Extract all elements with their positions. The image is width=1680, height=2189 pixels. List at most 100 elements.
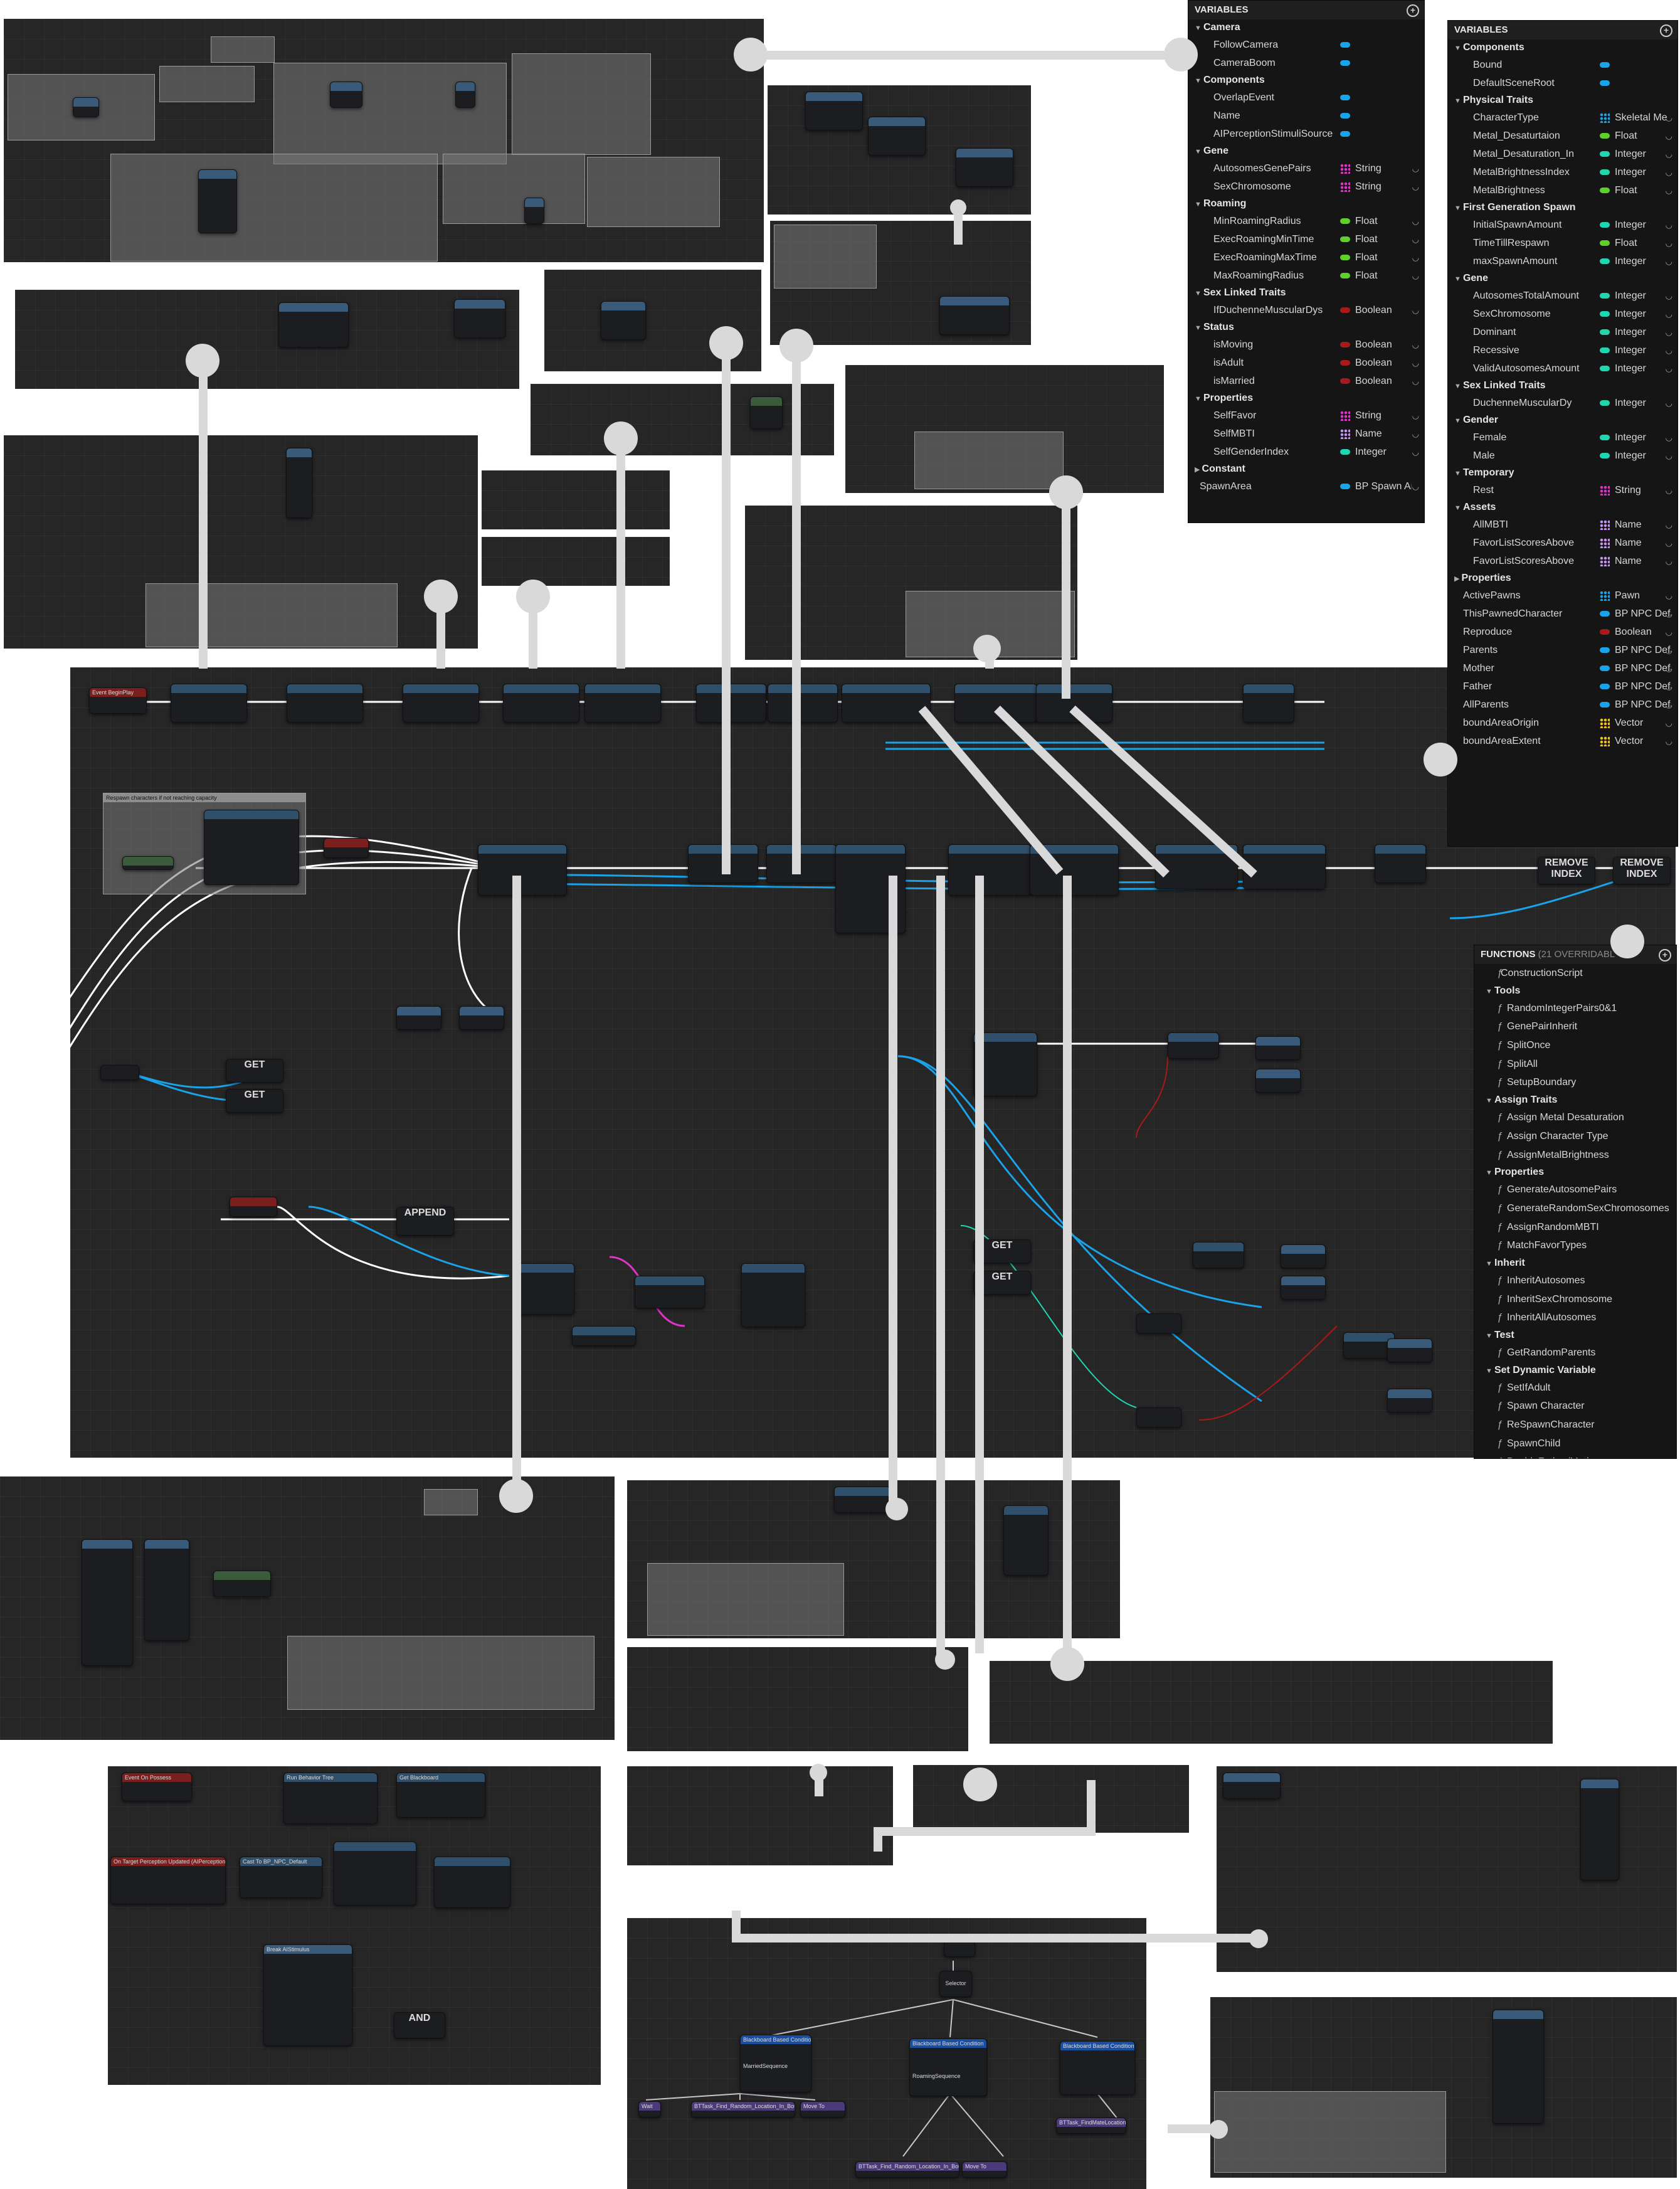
graph-node[interactable] <box>524 198 544 224</box>
visibility-toggle-icon[interactable]: ◡ <box>1665 186 1672 195</box>
get-node[interactable]: GET <box>226 1089 283 1113</box>
visibility-toggle-icon[interactable]: ◡ <box>1412 164 1419 173</box>
function-category[interactable]: Assign Traits <box>1474 1092 1676 1108</box>
visibility-toggle-icon[interactable]: ◡ <box>1665 520 1672 529</box>
graph-small-4[interactable] <box>482 537 670 586</box>
callout-handle[interactable] <box>973 635 1001 662</box>
function-node[interactable] <box>1375 844 1426 883</box>
set-node[interactable] <box>1281 1276 1326 1300</box>
find-location-task-node[interactable]: BTTask_Find_Random_Location_In_Bound <box>855 2161 959 2178</box>
graph-node[interactable] <box>939 296 1010 335</box>
function-item[interactable]: AssignMetalBrightness <box>1474 1146 1676 1165</box>
callout-handle[interactable] <box>810 1764 827 1781</box>
callout-handle[interactable] <box>516 580 550 613</box>
comment-box[interactable] <box>110 154 438 262</box>
graph-row-3b[interactable] <box>845 365 1164 493</box>
branch-node[interactable] <box>1168 1032 1219 1059</box>
visibility-toggle-icon[interactable]: ◡ <box>1412 358 1419 368</box>
run-behavior-tree-node[interactable]: Run Behavior Tree <box>283 1773 378 1824</box>
graph-row-2b[interactable] <box>544 270 761 371</box>
married-sequence-node[interactable]: Blackboard Based Condition MarriedSequen… <box>740 2035 811 2092</box>
graph-node[interactable] <box>750 396 783 429</box>
function-node[interactable] <box>768 684 838 723</box>
callout-handle[interactable] <box>1049 475 1083 509</box>
callout-handle[interactable] <box>885 1498 908 1520</box>
set-node[interactable] <box>1255 1036 1301 1060</box>
remove-index-node[interactable]: REMOVE INDEX <box>1538 857 1595 884</box>
graph-row-3[interactable] <box>531 384 834 455</box>
callout-handle[interactable] <box>1424 743 1457 776</box>
function-node[interactable] <box>766 844 837 883</box>
category-header[interactable]: Camera <box>1188 19 1424 36</box>
branch-node[interactable] <box>1343 1332 1395 1359</box>
function-item[interactable]: AssignRandomMBTI <box>1474 1218 1676 1237</box>
graph-bottom-right-2[interactable] <box>1217 1766 1677 1972</box>
visibility-toggle-icon[interactable]: ◡ <box>1412 340 1419 349</box>
get-blackboard-node[interactable]: Get Blackboard <box>396 1773 485 1818</box>
function-item[interactable]: Assign Metal Desaturation <box>1474 1108 1676 1127</box>
comment-box[interactable] <box>443 154 585 224</box>
variable-item[interactable]: CameraBoom <box>1188 54 1424 72</box>
category-header[interactable]: Components <box>1448 40 1677 56</box>
callout-handle[interactable] <box>604 421 638 455</box>
visibility-toggle-icon[interactable]: ◡ <box>1665 433 1672 442</box>
and-node[interactable]: AND <box>394 2012 445 2038</box>
function-item[interactable]: SpawnChild <box>1474 1434 1676 1453</box>
category-header[interactable]: Sex Linked Traits <box>1448 378 1677 394</box>
category-header[interactable]: Status <box>1188 319 1424 336</box>
function-category[interactable]: Test <box>1474 1327 1676 1344</box>
graph-node[interactable] <box>330 82 362 108</box>
category-header[interactable]: Gender <box>1448 412 1677 428</box>
graph-node[interactable] <box>434 1857 510 1908</box>
visibility-toggle-icon[interactable]: ◡ <box>1665 609 1672 618</box>
add-variable-icon[interactable]: + <box>1660 24 1672 37</box>
graph-node[interactable] <box>286 448 312 518</box>
category-header[interactable]: Constant <box>1188 461 1424 477</box>
comment-box[interactable] <box>8 74 155 140</box>
comment-box[interactable] <box>145 583 398 647</box>
roaming-sequence-node[interactable]: Blackboard Based Condition RoamingSequen… <box>909 2038 987 2096</box>
category-header[interactable]: Assets <box>1448 499 1677 516</box>
graph-small-2[interactable] <box>770 221 1031 345</box>
comment-box[interactable] <box>287 1636 594 1710</box>
visibility-toggle-icon[interactable]: ◡ <box>1665 309 1672 319</box>
visibility-toggle-icon[interactable]: ◡ <box>1412 429 1419 438</box>
comment-box[interactable] <box>512 53 651 155</box>
function-node[interactable] <box>842 684 931 723</box>
function-item[interactable]: ReSpawnCharacter <box>1474 1416 1676 1434</box>
callout-handle[interactable] <box>1209 2120 1228 2139</box>
function-node[interactable] <box>1030 844 1119 896</box>
function-node[interactable] <box>696 684 766 723</box>
function-node[interactable] <box>1243 844 1326 889</box>
set-node[interactable] <box>1387 1389 1432 1413</box>
remove-index-node[interactable]: REMOVE INDEX <box>1613 857 1671 884</box>
function-item[interactable]: DecideFather/Mother <box>1474 1453 1676 1458</box>
visibility-toggle-icon[interactable]: ◡ <box>1665 113 1672 122</box>
comment-box[interactable] <box>774 225 877 289</box>
callout-handle[interactable] <box>734 38 768 72</box>
callout-handle[interactable] <box>424 580 458 613</box>
branch-node[interactable] <box>1193 1242 1244 1268</box>
visibility-toggle-icon[interactable]: ◡ <box>1665 736 1672 746</box>
callout-handle[interactable] <box>709 326 743 360</box>
graph-bottom-left[interactable] <box>0 1476 615 1740</box>
visibility-toggle-icon[interactable]: ◡ <box>1665 664 1672 673</box>
variable-item[interactable]: OverlapEvent <box>1188 88 1424 107</box>
function-item[interactable]: MatchFavorTypes <box>1474 1236 1676 1255</box>
behavior-tree-graph[interactable]: Selector Blackboard Based Condition Marr… <box>627 1918 1146 2189</box>
function-node[interactable] <box>954 684 1037 723</box>
